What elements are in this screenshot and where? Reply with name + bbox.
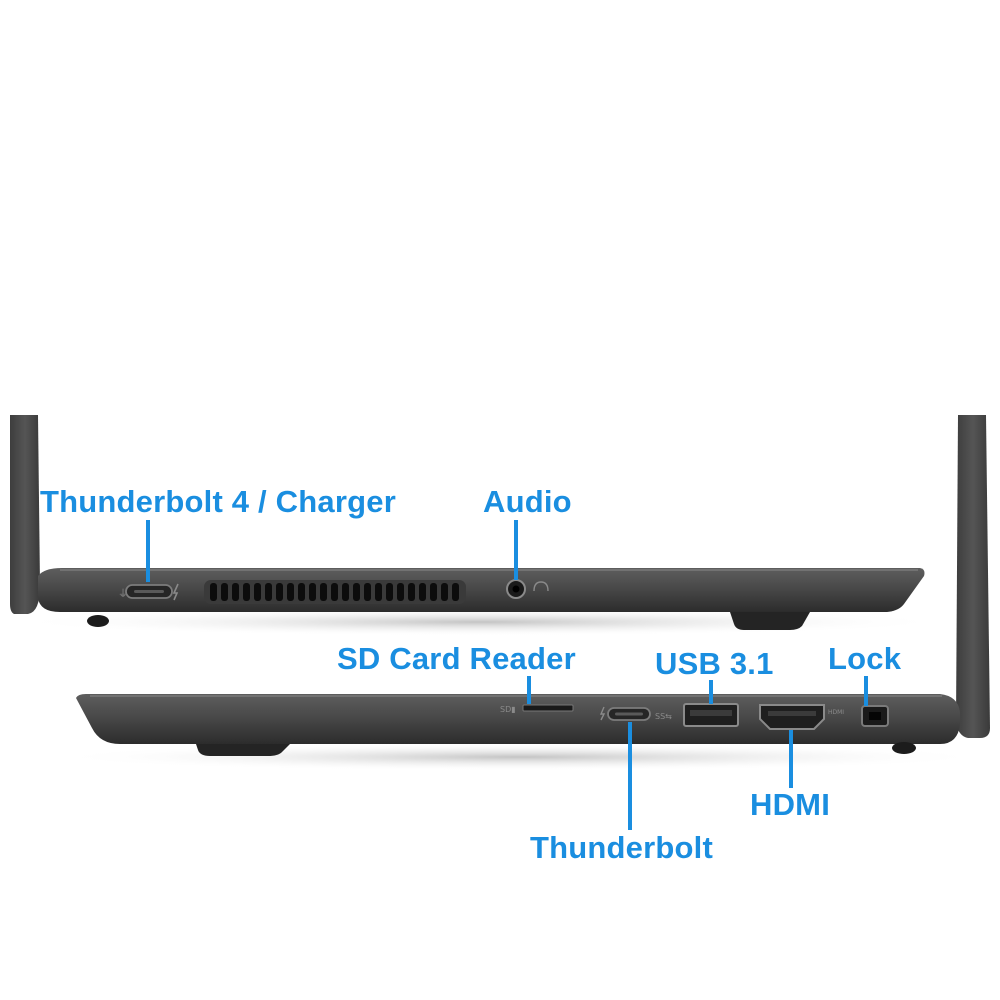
lock-leader xyxy=(864,676,868,706)
right-view-shadow xyxy=(50,743,990,771)
sd-glyph-icon: SD▮ xyxy=(500,705,516,714)
vent-slot xyxy=(298,583,305,601)
usb-label: USB 3.1 xyxy=(655,646,774,681)
vent-slot xyxy=(375,583,382,601)
thunderbolt-bolt-icon-right xyxy=(599,706,606,721)
hdmi-port-icon xyxy=(759,704,825,730)
lock-label: Lock xyxy=(828,641,902,676)
ss-usb-glyph-icon: SS⇆ xyxy=(655,712,672,721)
hdmi-leader xyxy=(789,730,793,788)
vent-slot xyxy=(364,583,371,601)
vent-slot xyxy=(287,583,294,601)
sd-card-reader-leader xyxy=(527,676,531,704)
vent-slot xyxy=(386,583,393,601)
vent-slot xyxy=(210,583,217,601)
left-view-foot-left xyxy=(87,615,109,627)
thunderbolt-label: Thunderbolt xyxy=(530,830,713,865)
thunderbolt-charger-leader xyxy=(146,520,150,582)
right-side-view: SD▮ SS⇆ HDMI xyxy=(50,415,990,771)
vent-slot xyxy=(309,583,316,601)
vent-slot xyxy=(320,583,327,601)
vent-grille xyxy=(204,580,466,604)
vent-slot xyxy=(441,583,448,601)
right-view-lid-edge xyxy=(956,415,990,738)
vent-slot xyxy=(232,583,239,601)
vent-slot xyxy=(430,583,437,601)
right-view-foot-left xyxy=(196,744,290,756)
right-view-foot-right xyxy=(892,742,916,754)
vent-slot xyxy=(243,583,250,601)
right-view-chassis xyxy=(76,694,960,744)
vent-slot xyxy=(265,583,272,601)
left-view-lid-edge xyxy=(10,415,40,614)
vent-slot xyxy=(221,583,228,601)
sd-card-slot-icon xyxy=(522,704,574,712)
vent-slot xyxy=(276,583,283,601)
left-view-foot-right xyxy=(730,612,810,630)
vent-slot xyxy=(353,583,360,601)
vent-slot xyxy=(452,583,459,601)
vent-slot xyxy=(419,583,426,601)
vent-slot xyxy=(254,583,261,601)
left-view-shadow xyxy=(10,608,950,636)
vent-slot xyxy=(331,583,338,601)
hdmi-glyph-icon: HDMI xyxy=(828,709,844,716)
thunderbolt-charger-label: Thunderbolt 4 / Charger xyxy=(40,484,396,519)
vent-slot xyxy=(342,583,349,601)
audio-leader xyxy=(514,520,518,580)
vent-slot xyxy=(408,583,415,601)
audio-label: Audio xyxy=(483,484,572,519)
vent-slot xyxy=(397,583,404,601)
thunderbolt-bolt-icon xyxy=(172,583,179,601)
usb-leader xyxy=(709,680,713,704)
hdmi-label: HDMI xyxy=(750,787,831,822)
charger-glyph-icon: ⏚ xyxy=(118,588,128,600)
headphone-glyph-icon xyxy=(533,581,549,592)
thunderbolt-leader xyxy=(628,722,632,830)
usb-c-port-tongue xyxy=(134,590,164,593)
sd-card-reader-label: SD Card Reader xyxy=(337,641,576,676)
left-side-view: ⏚ xyxy=(10,415,950,636)
